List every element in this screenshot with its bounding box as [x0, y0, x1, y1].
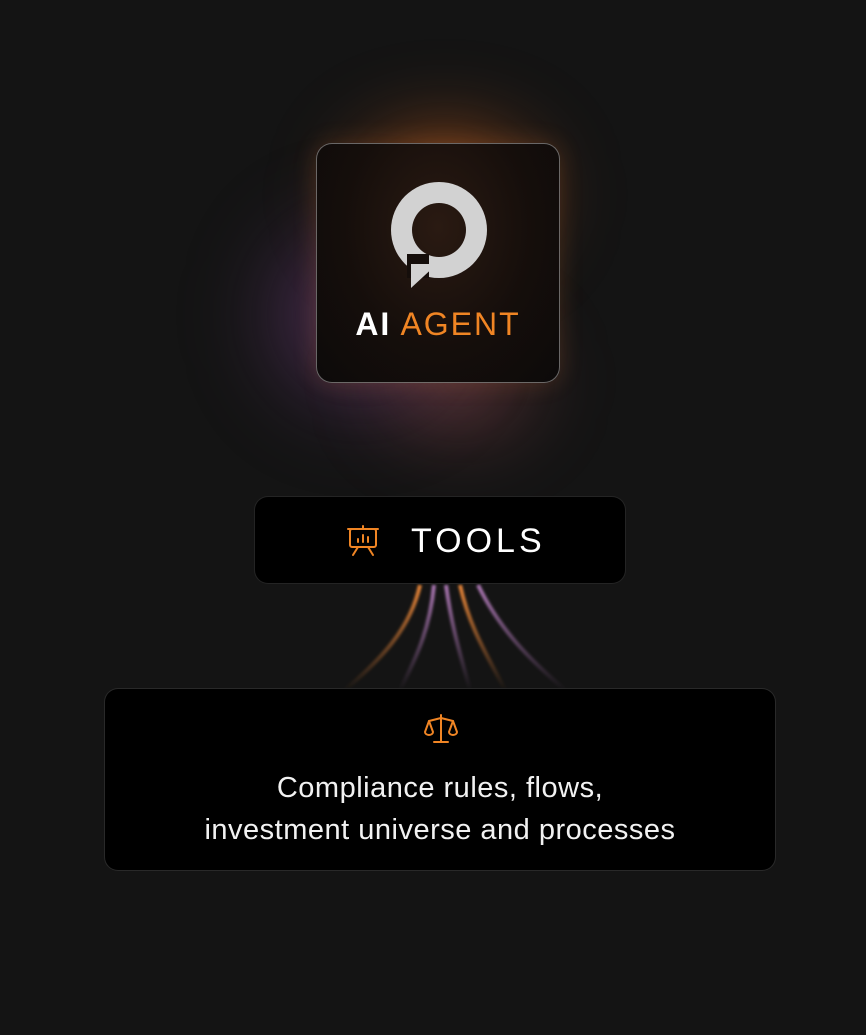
agent-title-ai: AI: [355, 306, 392, 342]
agent-title-agent: AGENT: [400, 306, 521, 342]
compliance-resources-text: Compliance rules, flows, investment univ…: [105, 767, 775, 851]
resource-line-1: Compliance rules, flows,: [276, 772, 604, 804]
connector-branch-1: [343, 584, 422, 692]
agent-logo-icon: [391, 182, 487, 288]
connector-branch-2: [398, 584, 436, 691]
compliance-resources-box: Compliance rules, flows, investment univ…: [104, 688, 776, 871]
tools-label: TOOLS: [411, 522, 546, 560]
connector-branch-5: [476, 584, 567, 692]
tools-box: TOOLS: [254, 496, 626, 584]
connector-branch-4: [458, 584, 507, 691]
resource-line-2: investment universe and processes: [204, 814, 676, 846]
ai-agent-card: AI AGENT: [316, 143, 560, 383]
agent-title: AI AGENT: [317, 304, 559, 344]
presentation-chart-icon: [347, 525, 379, 556]
scale-icon: [424, 714, 458, 743]
connector-branch-3: [444, 584, 472, 691]
